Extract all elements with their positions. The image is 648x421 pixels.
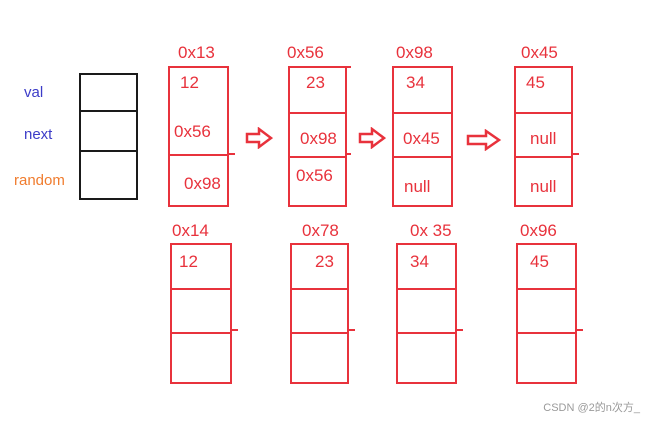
copy-node-3-address: 0x 35 xyxy=(410,221,452,240)
val-label: val xyxy=(24,84,44,101)
copy-node-2-next-cell xyxy=(292,288,347,332)
node-4-next-cell: null xyxy=(516,112,571,156)
watermark: CSDN @2的n次方_ xyxy=(543,402,640,414)
copy-node-1-val: 12 xyxy=(179,252,198,271)
node-2-val-cell: 23 xyxy=(290,68,345,112)
copy-node-3-val-cell: 34 xyxy=(398,245,455,288)
copy-node-4-val: 45 xyxy=(530,252,549,271)
node-4-val: 45 xyxy=(526,73,545,92)
copy-node-4: 45 xyxy=(516,243,577,384)
legend-random-cell xyxy=(81,150,136,198)
node-2-top-tick xyxy=(347,66,351,68)
node-1-next: 0x56 xyxy=(174,122,211,141)
node-3-random: null xyxy=(404,177,431,196)
legend-node-box xyxy=(79,73,138,200)
node-4-address: 0x45 xyxy=(521,43,558,62)
copy-node-1: 12 xyxy=(170,243,232,384)
node-2-random-cell: 0x56 xyxy=(290,156,345,203)
node-4-random-cell: null xyxy=(516,156,571,203)
legend-next-cell xyxy=(81,110,136,150)
node-3-address: 0x98 xyxy=(396,43,433,62)
node-3-random-cell: null xyxy=(394,156,451,203)
node-1-random: 0x98 xyxy=(184,174,221,193)
node-4-next: null xyxy=(530,129,557,148)
copy-node-1-address: 0x14 xyxy=(172,221,209,240)
node-1-val: 12 xyxy=(180,73,199,92)
node-3-next-cell: 0x45 xyxy=(394,112,451,156)
node-2-address: 0x56 xyxy=(287,43,324,62)
copy-node-2-val: 23 xyxy=(315,252,334,271)
node-1-address: 0x13 xyxy=(178,43,215,62)
node-3-val: 34 xyxy=(406,73,425,92)
copy-node-2-val-cell: 23 xyxy=(292,245,347,288)
copy-node-2-address: 0x78 xyxy=(302,221,339,240)
copy-node-4-random-cell xyxy=(518,332,575,380)
copy-node-4-val-cell: 45 xyxy=(518,245,575,288)
copy-node-3-divider-tick xyxy=(457,329,463,331)
node-2-next: 0x98 xyxy=(300,129,337,148)
node-4-divider-tick xyxy=(573,153,579,155)
copy-node-3: 34 xyxy=(396,243,457,384)
copy-node-1-val-cell: 12 xyxy=(172,245,230,288)
copy-node-3-next-cell xyxy=(398,288,455,332)
legend-val-cell xyxy=(81,75,136,110)
random-label: random xyxy=(14,172,65,189)
node-1-divider-tick xyxy=(229,153,235,155)
copy-node-3-random-cell xyxy=(398,332,455,380)
copy-node-4-divider-tick xyxy=(577,329,583,331)
node-1: 12 0x56 0x98 xyxy=(168,66,229,207)
arrow-icon-2 xyxy=(358,127,386,149)
node-4-random: null xyxy=(530,177,557,196)
node-1-val-cell: 12 xyxy=(170,68,227,110)
copy-node-1-divider-tick xyxy=(232,329,238,331)
node-3: 34 0x45 null xyxy=(392,66,453,207)
node-3-next: 0x45 xyxy=(403,129,440,148)
node-2: 23 0x98 0x56 xyxy=(288,66,347,207)
copy-node-4-address: 0x96 xyxy=(520,221,557,240)
arrow-icon-1 xyxy=(245,127,273,149)
copy-node-2: 23 xyxy=(290,243,349,384)
node-2-val: 23 xyxy=(306,73,325,92)
node-4: 45 null null xyxy=(514,66,573,207)
next-label: next xyxy=(24,126,53,143)
node-1-next-cell: 0x56 xyxy=(170,110,227,154)
copy-node-2-divider-tick xyxy=(349,329,355,331)
copy-node-2-random-cell xyxy=(292,332,347,380)
copy-node-1-next-cell xyxy=(172,288,230,332)
node-2-next-cell: 0x98 xyxy=(290,112,345,156)
copy-node-4-next-cell xyxy=(518,288,575,332)
node-1-random-cell: 0x98 xyxy=(170,154,227,203)
node-4-val-cell: 45 xyxy=(516,68,571,112)
copy-node-3-val: 34 xyxy=(410,252,429,271)
node-2-divider-tick xyxy=(347,153,351,155)
node-2-random: 0x56 xyxy=(296,166,333,185)
copy-node-1-random-cell xyxy=(172,332,230,380)
arrow-icon-3 xyxy=(466,129,502,151)
node-3-val-cell: 34 xyxy=(394,68,451,112)
